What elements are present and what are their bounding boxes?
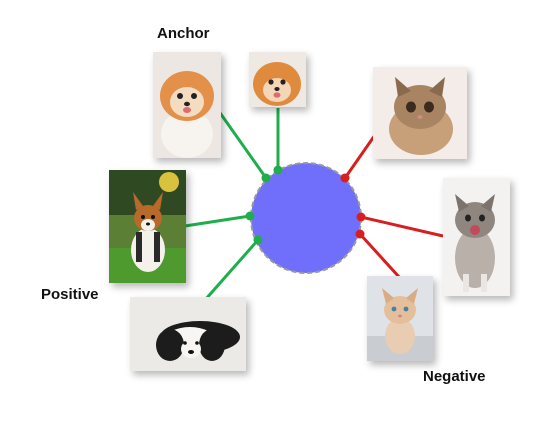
negative-image-cream-kitten [367,276,433,361]
anchor-image-pomeranian [153,52,221,158]
negative-label: Negative [423,368,486,385]
negative-image-tabby-kitten [373,67,467,159]
link-anchor-1 [216,109,268,179]
anchor-label: Anchor [157,25,210,42]
link-positive-1 [184,214,251,228]
positive-image-corgi [109,170,186,283]
positive-image-spaniel [130,297,246,371]
link-positive-2 [203,239,260,301]
link-negative-2 [360,215,444,238]
endpoint-dot [355,229,365,239]
endpoint-dot [261,173,271,183]
positive-label: Positive [41,286,99,303]
link-negative-3 [358,232,402,280]
endpoint-dot [245,211,255,221]
endpoint-dot [273,165,283,175]
anchor-image-pomeranian-closeup [249,52,306,107]
negative-image-kitten-meowing [443,178,510,296]
link-negative-1 [343,134,377,179]
endpoint-dot [253,235,263,245]
endpoint-dot [340,173,350,183]
endpoint-dot [356,212,366,222]
